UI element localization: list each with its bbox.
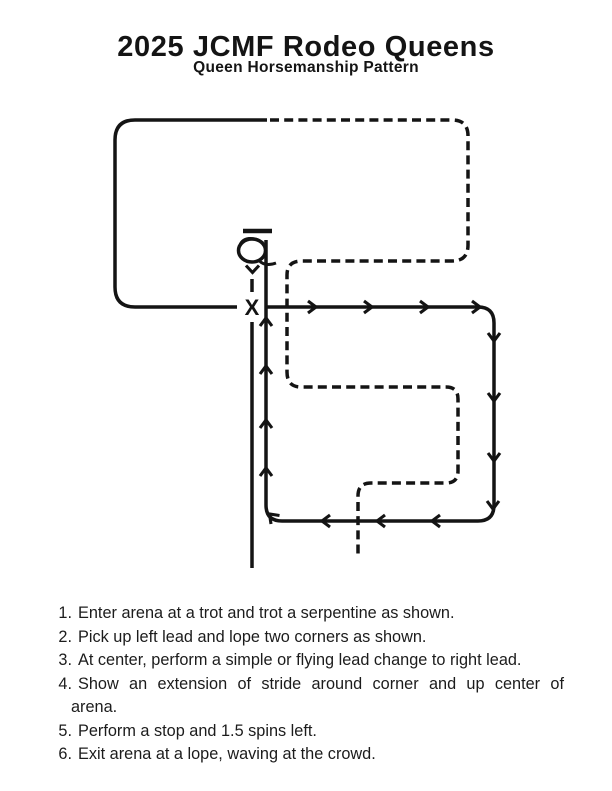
- instruction-number: 2.: [58, 627, 72, 646]
- arrowheads-down: [485, 332, 502, 512]
- instruction-item: 1. Enter arena at a trot and trot a serp…: [52, 602, 564, 626]
- instruction-number: 6.: [58, 745, 72, 763]
- right-lead-loop-path: [264, 240, 496, 523]
- arrowhead-up-icon: [258, 315, 274, 327]
- arrowheads-left: [267, 512, 441, 529]
- spin-loop-tail: [257, 259, 277, 267]
- instruction-item: 5. Perform a stop and 1.5 spins left.: [52, 720, 564, 744]
- page-title: 2025 JCMF Rodeo Queens: [117, 31, 495, 63]
- top-left-solid-rail-path: [113, 118, 267, 309]
- arrowhead-right-icon: [419, 299, 431, 315]
- instruction-text-line2: arena.: [71, 698, 118, 716]
- arrowheads-right: [307, 299, 483, 315]
- instruction-item: 4. Show an extension of stride around co…: [52, 673, 564, 720]
- instruction-number: 1.: [58, 604, 72, 622]
- instruction-list: 1. Enter arena at a trot and trot a serp…: [52, 602, 564, 767]
- instruction-item: 3. At center, perform a simple or flying…: [52, 649, 564, 673]
- arrowhead-left-icon: [429, 513, 441, 529]
- instruction-number: 5.: [58, 721, 72, 740]
- arrowheads-up: [258, 315, 274, 477]
- instruction-item: 2. Pick up left lead and lope two corner…: [52, 626, 564, 650]
- trot-serpentine-dashed-path: [270, 118, 470, 558]
- instruction-text: Perform a stop and 1.5 spins left.: [78, 721, 317, 740]
- instruction-item: 6. Exit arena at a lope, waving at the c…: [52, 743, 564, 767]
- arrowhead-down-icon: [485, 500, 501, 512]
- arrowhead-right-icon: [471, 299, 483, 315]
- page-subtitle: Queen Horsemanship Pattern: [193, 59, 419, 76]
- arrowhead-right-icon: [307, 299, 319, 315]
- instruction-text: Exit arena at a lope, waving at the crow…: [78, 745, 376, 763]
- instruction-text: Show an extension of stride around corne…: [71, 673, 564, 720]
- arrowhead-up-icon: [258, 417, 274, 429]
- instruction-text: At center, perform a simple or flying le…: [78, 651, 522, 669]
- horsemanship-pattern-diagram: X: [113, 118, 502, 568]
- spin-loop-inner-arc: [238, 236, 264, 248]
- instruction-text: Pick up left lead and lope two corners a…: [78, 627, 427, 646]
- arrowhead-down-icon: [486, 452, 502, 464]
- arrowhead-upleft-icon: [267, 512, 280, 525]
- spin-symbol-icon: [236, 236, 277, 267]
- arrowhead-left-icon: [319, 513, 331, 529]
- arrowhead-left-icon: [374, 513, 386, 529]
- arrowhead-right-icon: [363, 299, 375, 315]
- center-marker-x: X: [245, 295, 260, 320]
- exit-down-arrow-icon: [244, 264, 261, 275]
- arrowhead-down-icon: [486, 332, 502, 344]
- instruction-text-line1: Show an extension of stride around corne…: [78, 674, 564, 693]
- instruction-number: 4.: [58, 674, 72, 693]
- arrowhead-up-icon: [258, 363, 274, 375]
- arrowhead-up-icon: [258, 465, 274, 477]
- instruction-text: Enter arena at a trot and trot a serpent…: [78, 604, 455, 622]
- arrowhead-down-icon: [486, 392, 502, 404]
- instruction-number: 3.: [58, 651, 72, 669]
